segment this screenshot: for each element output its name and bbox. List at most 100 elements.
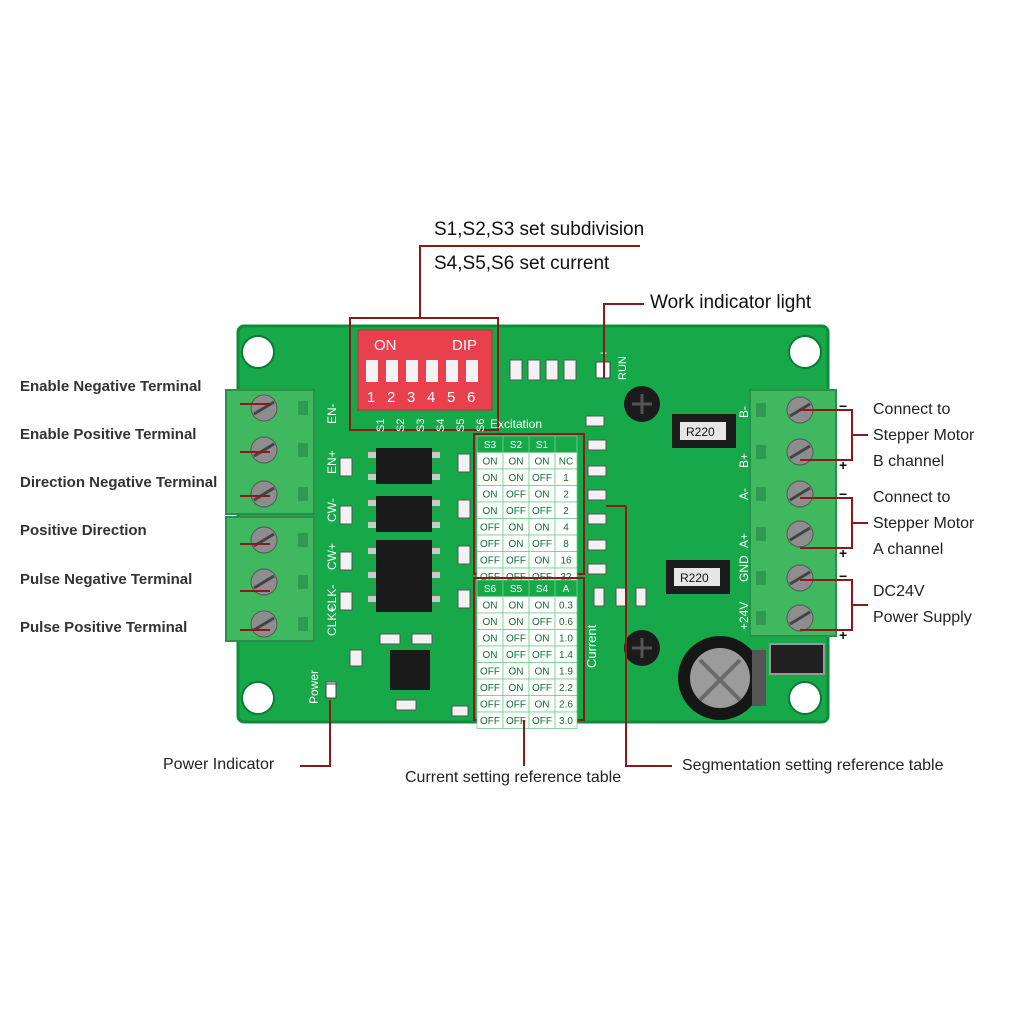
smd-components bbox=[325, 359, 647, 717]
current-grid-cell-5-0: OFF bbox=[480, 667, 500, 678]
current-grid-cell-2-2: OFF bbox=[532, 617, 552, 628]
excitation-grid-cell-6-0: OFF bbox=[480, 539, 500, 550]
excitation-grid-cell-6-3: 8 bbox=[563, 539, 569, 550]
current-grid-cell-0-1: S5 bbox=[510, 584, 523, 595]
excitation-grid-cell-3-2: ON bbox=[535, 490, 550, 501]
left-pin-3: CW+ bbox=[325, 543, 339, 570]
svg-text:R220: R220 bbox=[680, 571, 709, 585]
current-grid-cell-7-2: ON bbox=[535, 700, 550, 711]
a-plus-sign: + bbox=[839, 545, 848, 561]
excitation-grid-cell-0-1: S2 bbox=[510, 440, 523, 451]
power-supply-line-1: DC24V bbox=[873, 583, 925, 600]
current-grid-cell-4-3: 1.4 bbox=[559, 650, 573, 661]
motor-b-line-1: Connect to bbox=[873, 401, 951, 418]
left-pin-0: EN- bbox=[325, 403, 339, 424]
current-grid-cell-4-0: ON bbox=[483, 650, 498, 661]
current-grid-cell-1-0: ON bbox=[483, 601, 498, 612]
current-grid-cell-0-0: S6 bbox=[484, 584, 497, 595]
current-grid-cell-0-3: A bbox=[563, 584, 570, 595]
right-pin-2: A- bbox=[737, 488, 751, 500]
dip-key-4 bbox=[426, 360, 438, 382]
excitation-grid-cell-2-1: ON bbox=[509, 473, 524, 484]
excitation-grid-cell-0-2: S1 bbox=[536, 440, 549, 451]
right-pin-3: A+ bbox=[737, 533, 751, 548]
excitation-grid-cell-2-3: 1 bbox=[563, 473, 569, 484]
b-plus-sign: + bbox=[839, 457, 848, 473]
switch-name-S4: S4 bbox=[435, 419, 447, 432]
dip-key-5 bbox=[446, 360, 458, 382]
dip-key-6 bbox=[466, 360, 478, 382]
current-grid-cell-8-3: 3.0 bbox=[559, 716, 573, 727]
dip-key-3 bbox=[406, 360, 418, 382]
power-indicator-label: Power Indicator bbox=[163, 756, 275, 773]
current-grid-cell-3-0: ON bbox=[483, 634, 498, 645]
current-grid-cell-3-1: OFF bbox=[506, 634, 526, 645]
right-pin-0: B- bbox=[737, 406, 751, 418]
current-grid-cell-3-2: ON bbox=[535, 634, 550, 645]
dip-label-text: DIP bbox=[452, 337, 477, 354]
switch-name-S5: S5 bbox=[455, 419, 467, 432]
current-table-label: Current setting reference table bbox=[405, 769, 622, 786]
current-grid-cell-3-3: 1.0 bbox=[559, 634, 573, 645]
motor-a-line-1: Connect to bbox=[873, 489, 951, 506]
switch-name-S3: S3 bbox=[415, 419, 427, 432]
motor-a-label: Connect to Stepper Motor A channel bbox=[873, 485, 974, 563]
svg-text:R220: R220 bbox=[686, 425, 715, 439]
positive-direction-label: Positive Direction bbox=[20, 522, 147, 539]
current-grid-cell-4-1: OFF bbox=[506, 650, 526, 661]
enable-positive-label: Enable Positive Terminal bbox=[20, 426, 197, 443]
excitation-grid-cell-7-3: 16 bbox=[560, 556, 572, 567]
leader-lines bbox=[240, 245, 868, 767]
dip-number-3: 3 bbox=[407, 389, 415, 406]
power-vertical-text: Power bbox=[307, 670, 321, 704]
excitation-text: Excitation bbox=[490, 417, 542, 431]
dip-on-text: ON bbox=[374, 337, 397, 354]
dip-number-1: 1 bbox=[367, 389, 375, 406]
work-indicator-label: Work indicator light bbox=[650, 292, 812, 313]
power-supply-line-2: Power Supply bbox=[873, 609, 972, 626]
excitation-grid-cell-3-1: OFF bbox=[506, 490, 526, 501]
left-pin-4: CLK- bbox=[325, 585, 339, 612]
switch-name-S6: S6 bbox=[475, 419, 487, 432]
current-grid-cell-8-0: OFF bbox=[480, 716, 500, 727]
run-text: RUN bbox=[617, 356, 629, 380]
excitation-grid-cell-1-3: NC bbox=[559, 457, 573, 468]
dip-key-1 bbox=[366, 360, 378, 382]
current-grid-cell-1-3: 0.3 bbox=[559, 601, 573, 612]
power-plus-sign: + bbox=[839, 627, 848, 643]
current-grid-cell-5-2: ON bbox=[535, 667, 550, 678]
b-minus-sign: − bbox=[839, 398, 848, 414]
power-led bbox=[325, 683, 337, 699]
subdivision-label: S1,S2,S3 set subdivision bbox=[434, 219, 645, 240]
dip-number-4: 4 bbox=[427, 389, 435, 406]
motor-b-line-2: Stepper Motor bbox=[873, 427, 975, 444]
dip-number-5: 5 bbox=[447, 389, 455, 406]
excitation-grid-cell-4-0: ON bbox=[483, 506, 498, 517]
excitation-grid-cell-0-0: S3 bbox=[484, 440, 497, 451]
current-grid-cell-6-3: 2.2 bbox=[559, 683, 573, 694]
excitation-grid-cell-7-1: OFF bbox=[506, 556, 526, 567]
excitation-grid-cell-5-3: 4 bbox=[563, 523, 569, 534]
excitation-grid-cell-7-2: ON bbox=[535, 556, 550, 567]
excitation-grid-cell-5-0: OFF bbox=[480, 523, 500, 534]
enable-negative-label: Enable Negative Terminal bbox=[20, 378, 202, 395]
current-grid-cell-8-2: OFF bbox=[532, 716, 552, 727]
current-set-label: S4,S5,S6 set current bbox=[434, 253, 610, 274]
excitation-grid-cell-4-1: OFF bbox=[506, 506, 526, 517]
motor-a-line-2: Stepper Motor bbox=[873, 515, 975, 532]
excitation-grid-cell-3-3: 2 bbox=[563, 490, 569, 501]
current-grid-cell-7-1: OFF bbox=[506, 700, 526, 711]
optocouplers bbox=[376, 448, 432, 690]
mounting-holes bbox=[241, 335, 822, 715]
excitation-grid-cell-1-0: ON bbox=[483, 457, 498, 468]
power-resistor-2: R220 bbox=[666, 560, 730, 594]
current-grid-cell-2-3: 0.6 bbox=[559, 617, 573, 628]
pulse-negative-label: Pulse Negative Terminal bbox=[20, 571, 193, 588]
switch-name-S1: S1 bbox=[375, 419, 387, 432]
excitation-grid-cell-6-1: ON bbox=[509, 539, 524, 550]
current-grid-cell-6-2: OFF bbox=[532, 683, 552, 694]
current-grid-cell-0-2: S4 bbox=[536, 584, 549, 595]
